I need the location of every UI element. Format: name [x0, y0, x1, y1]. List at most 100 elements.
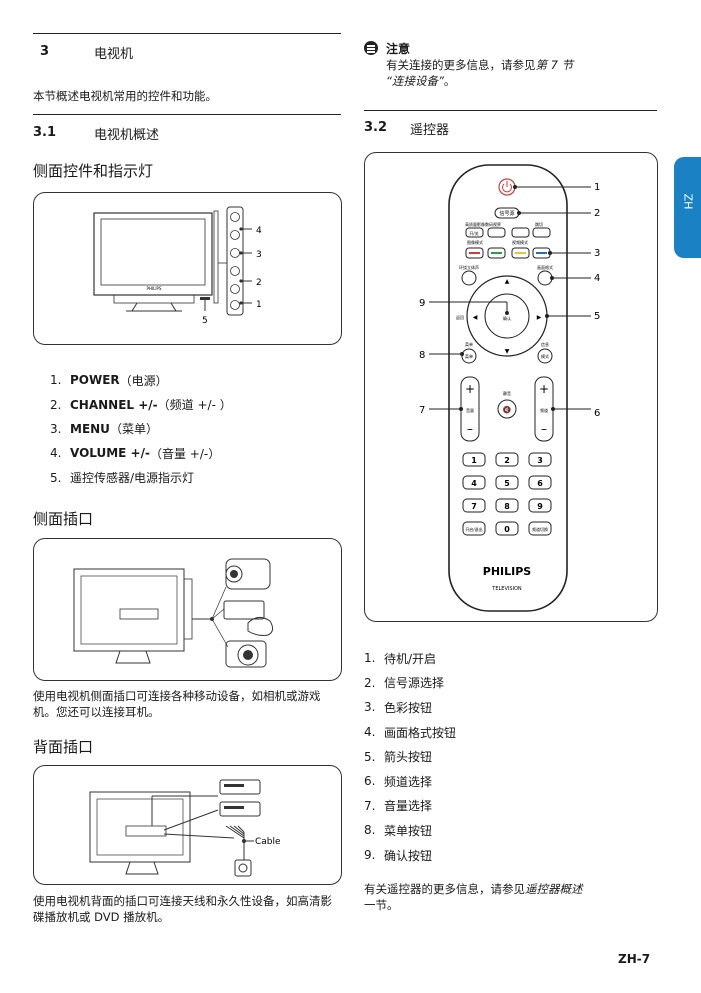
svg-text:4: 4 [471, 479, 477, 488]
side-ports-heading: 侧面插口 [33, 510, 94, 528]
svg-text:2: 2 [504, 456, 510, 465]
svg-text:7: 7 [471, 502, 477, 511]
rear-ports-illustration: Cable [89, 779, 281, 877]
list-item: 3.色彩按钮 [364, 700, 433, 715]
svg-text:频道: 频道 [540, 407, 548, 413]
remote-figure: 信号源 高质量影像 数码视界 跳切 开/关 图像模式 视频模式 环绕立体声 画面… [364, 152, 658, 622]
remote-callout-7: 7 [419, 405, 425, 416]
svg-text:1: 1 [471, 456, 477, 465]
list-item: 1.POWER（电源） [50, 373, 168, 388]
remote-brand: PHILIPS [483, 565, 532, 578]
section-3-2-title: 遥控器 [410, 123, 450, 138]
svg-text:+: + [539, 382, 549, 396]
top-rule-left [33, 33, 341, 34]
svg-text:开/关: 开/关 [469, 230, 478, 236]
rear-ports-figure: Cable [33, 765, 342, 885]
svg-text:返回: 返回 [456, 314, 464, 320]
blu-ray-player-icon [219, 801, 261, 817]
note-link[interactable]: 第 7 节 [535, 58, 574, 72]
note-icon [364, 41, 378, 55]
svg-text:◀: ◀ [473, 314, 478, 321]
svg-text:数码视界: 数码视界 [485, 221, 501, 227]
svg-text:🔇: 🔇 [503, 405, 512, 414]
rear-ports-text: 使用电视机背面的插口可连接天线和永久性设备，如高清影碟播放机或 DVD 播放机。 [33, 894, 332, 924]
svg-text:确认: 确认 [503, 315, 511, 321]
svg-text:6: 6 [537, 479, 543, 488]
note-text: 有关连接的更多信息，请参见第 7 节 “连接设备”。 [386, 58, 574, 88]
section-3-number: 3 [40, 44, 50, 59]
svg-text:高质量影像: 高质量影像 [465, 221, 485, 227]
svg-text:跳切: 跳切 [535, 221, 543, 227]
remote-callout-3: 3 [594, 248, 600, 259]
svg-text:0: 0 [504, 525, 510, 534]
svg-text:环绕立体声: 环绕立体声 [459, 264, 479, 270]
callout-1: 1 [256, 300, 262, 310]
svg-text:图像模式: 图像模式 [467, 239, 483, 245]
game-console-icon [211, 600, 274, 636]
digital-camera-icon [211, 618, 267, 668]
svg-text:–: – [467, 422, 473, 436]
page-number: ZH-7 [618, 952, 651, 966]
cable-label: Cable [255, 837, 281, 847]
section-3-title: 电视机 [94, 47, 134, 62]
section-3-1-number: 3.1 [33, 125, 57, 140]
tv-brand-mini: PHILIPS [147, 286, 162, 291]
rear-ports-heading: 背面插口 [33, 738, 94, 756]
rule-3-1 [33, 114, 341, 115]
remote-list: 1.待机/开启 2.信号源选择 3.色彩按钮 4.画面格式按钮 5.箭头按钮 6… [364, 646, 456, 867]
rule-3-2 [364, 110, 657, 111]
list-item: 1.待机/开启 [364, 651, 437, 666]
note-link-2[interactable]: “连接设备” [386, 74, 444, 88]
list-item: 4.画面格式按钮 [364, 725, 457, 740]
svg-text:菜单: 菜单 [465, 341, 473, 347]
svg-text:▼: ▼ [505, 348, 510, 355]
remote-subbrand: TELEVISION [491, 586, 522, 592]
svg-text:画面格式: 画面格式 [537, 264, 553, 270]
remote-control-illustration: 信号源 高质量影像 数码视界 跳切 开/关 图像模式 视频模式 环绕立体声 画面… [419, 164, 600, 612]
tv-side-controls-illustration: PHILIPS 4 3 2 1 5 [93, 206, 262, 326]
section-3-intro: 本节概述电视机常用的控件和功能。 [33, 89, 217, 103]
camcorder-icon [211, 558, 271, 620]
antenna-icon [225, 825, 254, 877]
svg-text:▲: ▲ [505, 278, 510, 285]
list-item: 2.信号源选择 [364, 675, 445, 691]
svg-text:–: – [541, 422, 547, 436]
list-item: 9.确认按钮 [364, 848, 433, 863]
remote-overview-link[interactable]: 遥控器概述 [525, 882, 583, 896]
source-label: 信号源 [499, 210, 514, 217]
remote-callout-5: 5 [594, 311, 600, 322]
list-item: 5.遥控传感器/电源指示灯 [50, 470, 195, 486]
list-item: 4.VOLUME +/-（音量 +/-） [50, 446, 221, 461]
side-ports-illustration [73, 558, 274, 668]
svg-text:菜单: 菜单 [465, 353, 473, 359]
note-title: 注意 [386, 42, 411, 56]
language-tab: ZH [674, 157, 701, 258]
remote-callout-9: 9 [419, 298, 425, 309]
number-keypad: 1 2 3 4 5 6 7 8 9 开启/退出 0 频道切换 [462, 452, 552, 536]
side-ports-figure [33, 538, 342, 681]
remote-callout-4: 4 [594, 273, 600, 284]
section-3-2-number: 3.2 [364, 120, 388, 135]
list-item: 8.菜单按钮 [364, 823, 433, 838]
svg-text:模式: 模式 [541, 353, 549, 359]
side-controls-list: 1.POWER（电源） 2.CHANNEL +/- （频道 +/- ） 3.ME… [50, 368, 232, 490]
dvd-player-icon [219, 779, 261, 795]
section-3-1-title: 电视机概述 [94, 128, 160, 143]
svg-text:3: 3 [537, 456, 543, 465]
callout-2: 2 [256, 278, 262, 288]
svg-text:视频模式: 视频模式 [512, 239, 528, 245]
svg-text:9: 9 [537, 502, 543, 511]
svg-text:5: 5 [504, 479, 510, 488]
callout-3: 3 [256, 250, 262, 260]
list-item: 2.CHANNEL +/- （频道 +/- ） [50, 397, 232, 413]
callout-5: 5 [202, 316, 208, 326]
side-controls-figure: PHILIPS 4 3 2 1 5 [33, 192, 342, 345]
svg-text:信息: 信息 [541, 341, 549, 347]
list-item: 7.音量选择 [364, 798, 433, 814]
remote-callout-1: 1 [594, 182, 600, 193]
list-item: 6.频道选择 [364, 774, 433, 789]
svg-text:开启/退出: 开启/退出 [465, 526, 482, 532]
svg-text:▶: ▶ [537, 314, 542, 321]
svg-text:频道切换: 频道切换 [532, 526, 548, 532]
list-item: 3.MENU（菜单） [50, 421, 158, 437]
